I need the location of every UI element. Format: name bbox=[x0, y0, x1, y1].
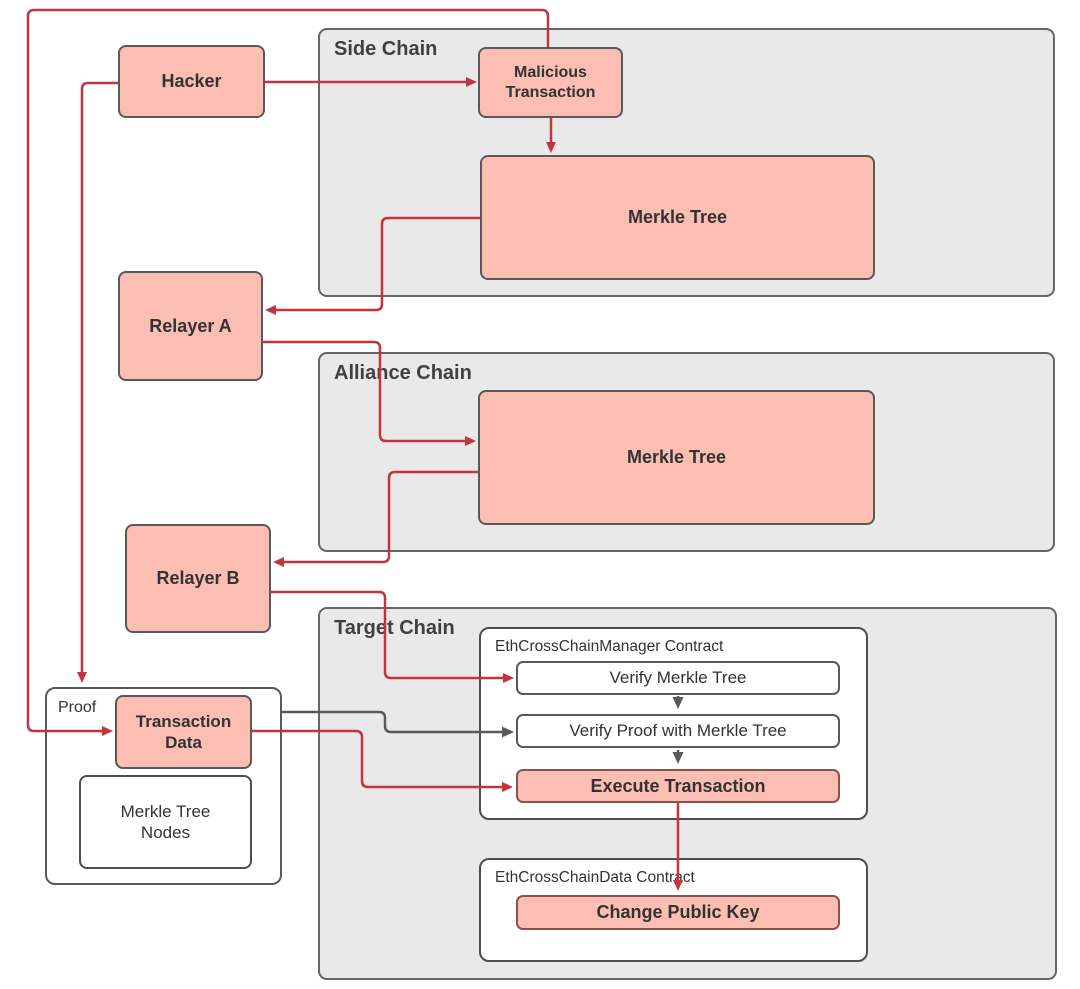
edge-hacker-to-proof bbox=[77, 81, 118, 683]
merkle-tree-nodes-node: Merkle Tree Nodes bbox=[79, 775, 252, 869]
hacker-node: Hacker bbox=[118, 45, 265, 118]
merkle-tree-nodes-label: Merkle Tree Nodes bbox=[120, 801, 211, 842]
alliance-chain-merkle-tree-label: Merkle Tree bbox=[626, 447, 727, 468]
transaction-data-node-label: Transaction Data bbox=[135, 711, 232, 752]
execute-transaction-step-label: Execute Transaction bbox=[590, 775, 766, 796]
proof-label: Proof bbox=[58, 699, 97, 716]
relayer-a-node: Relayer A bbox=[118, 271, 263, 381]
ethcrosschainmanager-contract-label: EthCrossChainManager Contract bbox=[495, 638, 724, 655]
verify-proof-step-label: Verify Proof with Merkle Tree bbox=[569, 721, 787, 741]
change-public-key-step-label: Change Public Key bbox=[596, 902, 760, 923]
relayer-b-node: Relayer B bbox=[125, 524, 271, 633]
alliance-chain-label: Alliance Chain bbox=[334, 362, 472, 384]
transaction-data-node: Transaction Data bbox=[115, 695, 252, 769]
verify-proof-step: Verify Proof with Merkle Tree bbox=[516, 714, 840, 748]
side-chain-label: Side Chain bbox=[334, 38, 438, 60]
alliance-chain-merkle-tree-node: Merkle Tree bbox=[478, 390, 875, 525]
relayer-b-node-label: Relayer B bbox=[156, 568, 240, 589]
verify-merkle-tree-step-label: Verify Merkle Tree bbox=[609, 668, 747, 688]
relayer-a-node-label: Relayer A bbox=[149, 315, 232, 336]
verify-merkle-tree-step: Verify Merkle Tree bbox=[516, 661, 840, 695]
side-chain-merkle-tree-node: Merkle Tree bbox=[480, 155, 875, 280]
malicious-transaction-node-label: Malicious Transaction bbox=[505, 63, 596, 101]
malicious-transaction-node: Malicious Transaction bbox=[478, 47, 623, 118]
execute-transaction-step: Execute Transaction bbox=[516, 769, 840, 803]
change-public-key-step: Change Public Key bbox=[516, 895, 840, 930]
side-chain-merkle-tree-label: Merkle Tree bbox=[627, 207, 728, 228]
ethcrosschaindata-contract-label: EthCrossChainData Contract bbox=[495, 869, 695, 886]
hacker-node-label: Hacker bbox=[161, 71, 222, 92]
target-chain-label: Target Chain bbox=[334, 617, 455, 639]
